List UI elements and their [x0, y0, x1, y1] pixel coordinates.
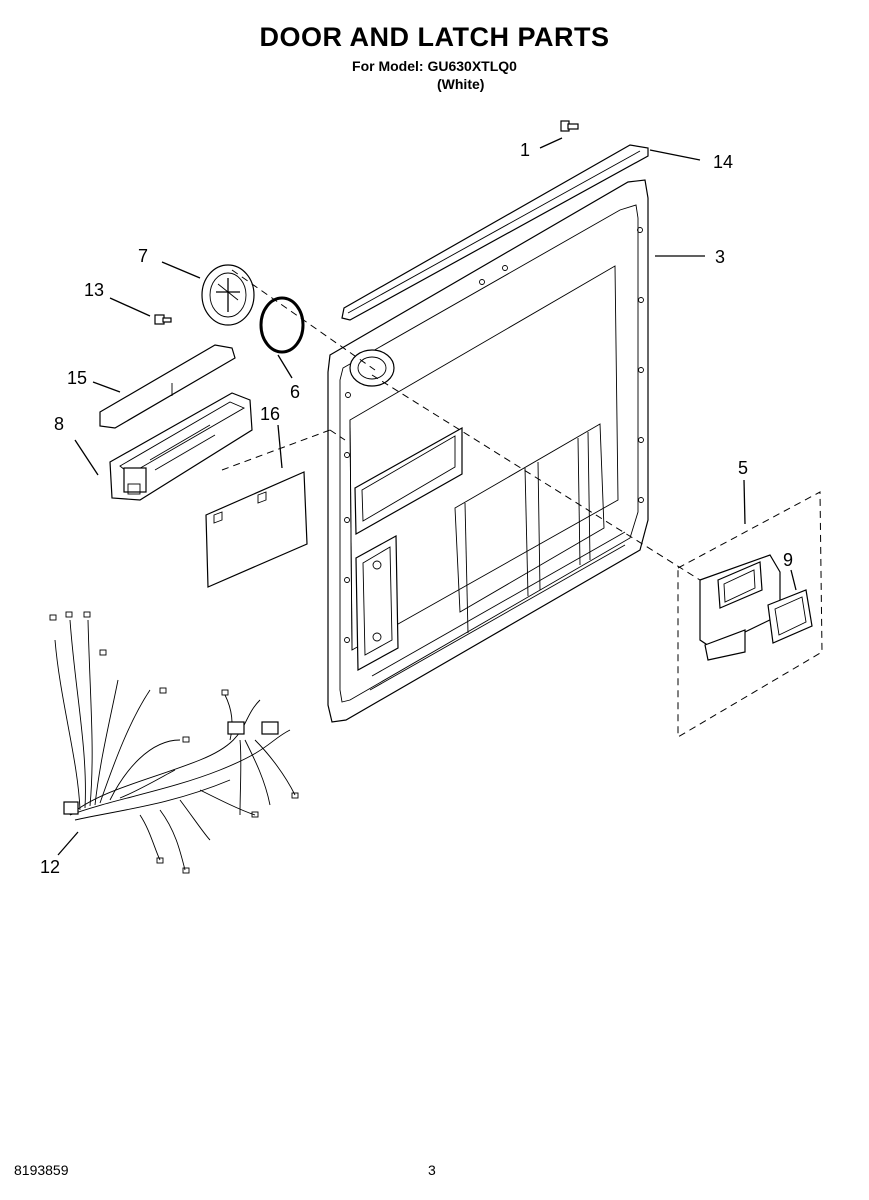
gasket-ring	[259, 296, 305, 354]
model-line: For Model: GU630XTLQ0	[352, 58, 517, 74]
callout-5: 5	[738, 458, 748, 478]
callout-14: 14	[713, 152, 733, 172]
callout-6: 6	[290, 382, 300, 402]
callout-13: 13	[84, 280, 104, 300]
wire-harness	[49, 611, 299, 874]
document-number: 8193859	[14, 1162, 69, 1178]
door-top-strip	[341, 144, 649, 321]
latch-assembly	[109, 392, 253, 501]
callout-16: 16	[260, 404, 280, 424]
callout-15: 15	[67, 368, 87, 388]
subassembly-box	[677, 491, 823, 738]
callout-9: 9	[783, 550, 793, 570]
callout-12: 12	[40, 857, 60, 877]
page-title: DOOR AND LATCH PARTS	[259, 22, 610, 52]
callout-8: 8	[54, 414, 64, 434]
color-line: (White)	[437, 76, 485, 92]
inner-door-panel	[327, 179, 649, 723]
leader-lines	[57, 137, 797, 856]
page-number: 3	[428, 1162, 436, 1178]
latch-cover	[99, 344, 236, 429]
callout-7: 7	[138, 246, 148, 266]
insulation-pad	[205, 471, 308, 588]
callout-1: 1	[520, 140, 530, 160]
screw-part-13	[154, 314, 172, 325]
receptacle-gasket	[767, 589, 813, 644]
vent-cap	[201, 264, 255, 326]
callout-labels: 1 14 3 7 13 6 15 16 8 5 9 12	[40, 140, 793, 877]
callout-3: 3	[715, 247, 725, 267]
screw-part-1	[560, 120, 579, 132]
